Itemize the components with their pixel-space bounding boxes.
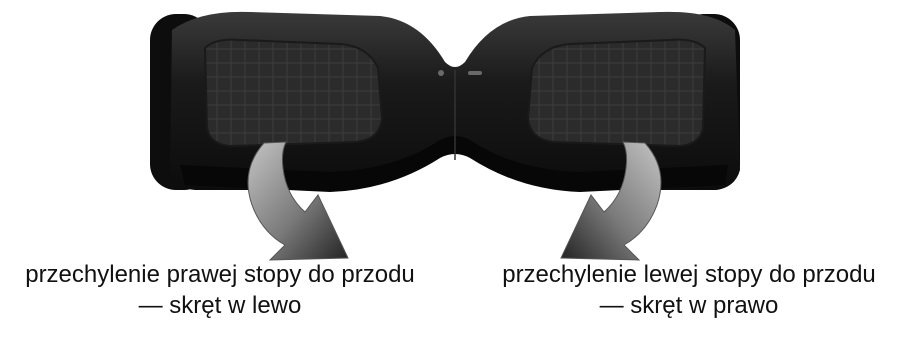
- power-indicator: [438, 70, 444, 76]
- right-caption-line2: — skręt w prawo: [474, 290, 904, 321]
- right-foot-pad: [528, 40, 705, 146]
- left-caption-line1: przechylenie prawej stopy do przodu: [5, 259, 435, 290]
- right-caption: przechylenie lewej stopy do przodu — skr…: [474, 259, 904, 321]
- left-foot-pad: [205, 40, 382, 146]
- battery-indicator: [468, 71, 482, 75]
- right-caption-line1: przechylenie lewej stopy do przodu: [474, 259, 904, 290]
- left-caption-line2: — skręt w lewo: [5, 290, 435, 321]
- left-caption: przechylenie prawej stopy do przodu — sk…: [5, 259, 435, 321]
